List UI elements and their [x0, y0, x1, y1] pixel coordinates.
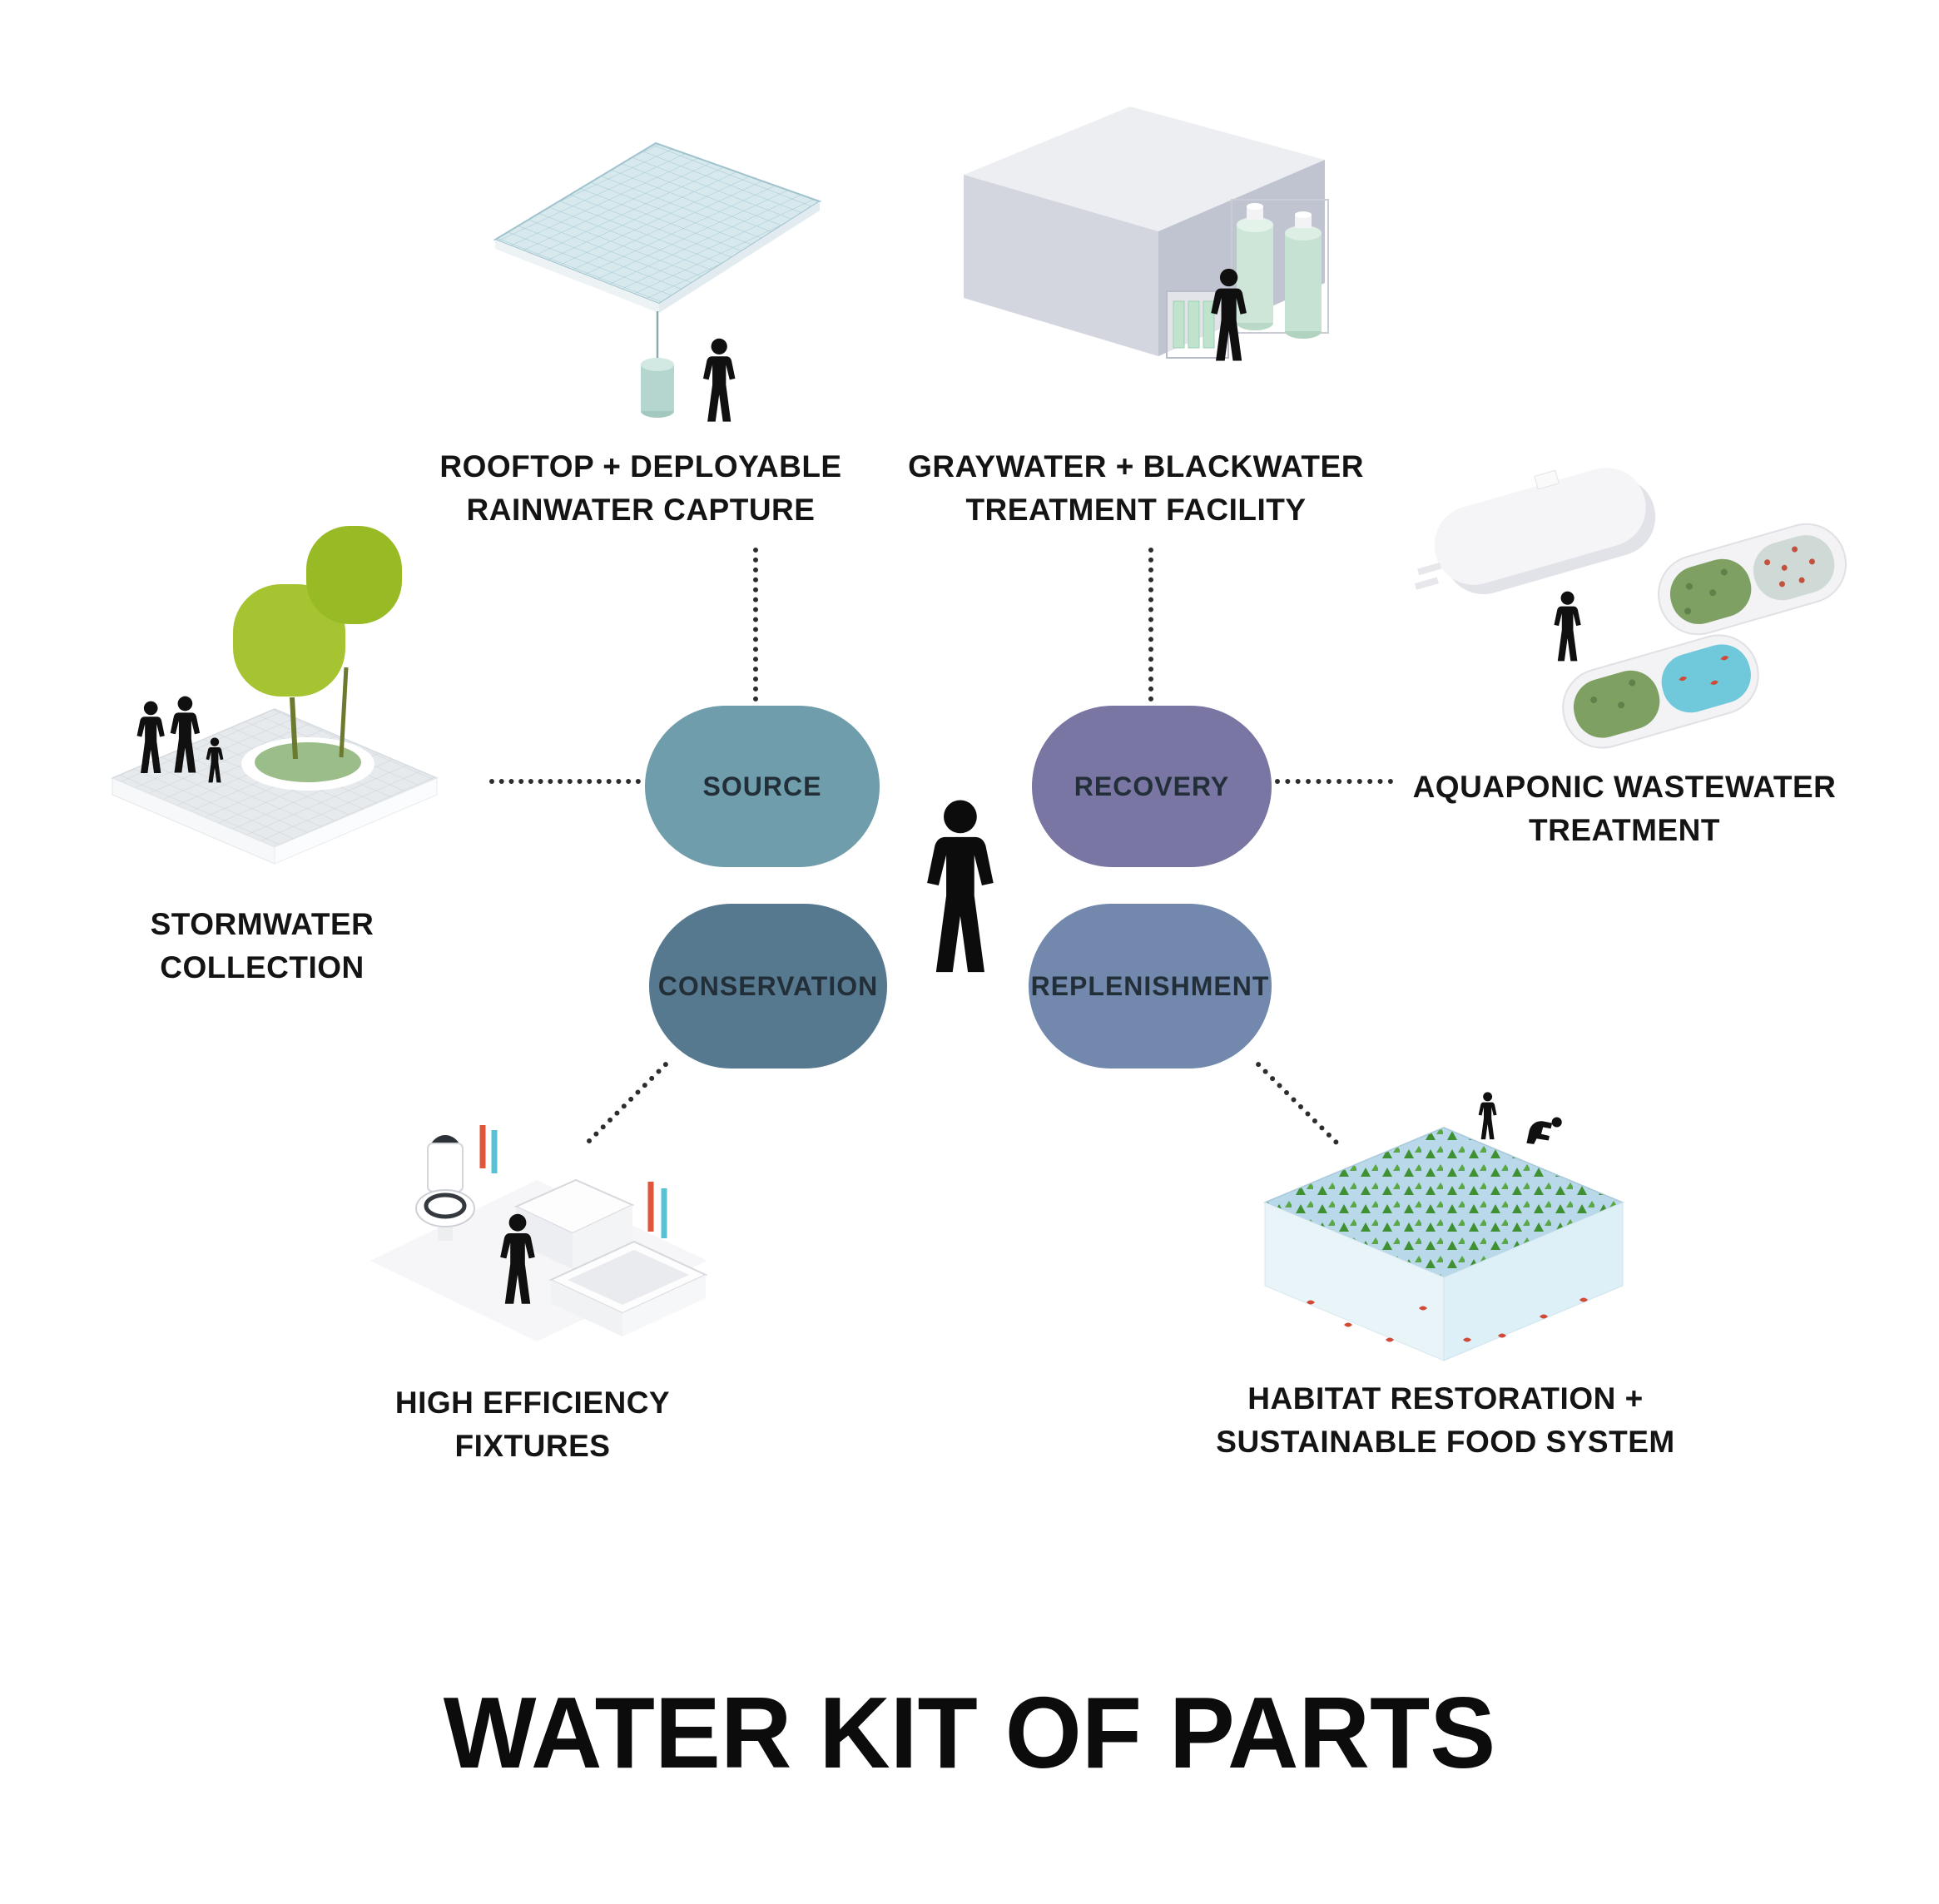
label-aquaponic-treatment: AQUAPONIC WASTEWATER TREATMENT: [1412, 770, 1837, 847]
bathtub: [548, 1240, 708, 1336]
efficiency-fixtures-illustration: [370, 1125, 708, 1341]
person-silhouette-icon: [702, 338, 736, 422]
person-icon: [927, 800, 994, 973]
aquaponic-treatment-illustration: [1414, 468, 1847, 749]
aquaponic-fish-pond: [1562, 634, 1759, 749]
stormwater-collection-illustration: [111, 526, 439, 865]
label-efficiency-fixtures: HIGH EFFICIENCY FIXTURES: [394, 1386, 671, 1463]
connector-graywater-recovery: [1148, 548, 1153, 702]
pill-recovery-label: RECOVERY: [1074, 771, 1230, 801]
pill-source-label: SOURCE: [702, 771, 822, 801]
person-silhouette-icon: [1478, 1092, 1497, 1140]
pill-conservation-label: CONSERVATION: [657, 970, 879, 1001]
treatment-tank: [1285, 211, 1322, 339]
label-graywater-treatment: GRAYWATER + BLACKWATER TREATMENT FACILIT…: [908, 449, 1364, 527]
treatment-tank: [1237, 203, 1273, 330]
pill-replenishment-label: REPLENISHMENT: [1030, 970, 1270, 1001]
label-habitat-restoration: HABITAT RESTORATION + SUSTAINABLE FOOD S…: [1216, 1381, 1675, 1459]
diagram-title: WATER KIT OF PARTS: [443, 1676, 1496, 1789]
connector-stormwater-source: [489, 779, 641, 784]
connector-rainwater-source: [753, 548, 758, 702]
connector-aquaponic-recovery: [1275, 779, 1393, 784]
pill-source: SOURCE: [645, 706, 880, 867]
aquaponic-building: [1414, 468, 1656, 595]
fish-marks: [1307, 1297, 1588, 1342]
rooftop-rainwater-illustration: [493, 141, 822, 422]
sink-counter: [513, 1178, 635, 1269]
pill-replenishment: REPLENISHMENT: [1029, 904, 1272, 1069]
graywater-treatment-illustration: [964, 107, 1329, 361]
label-stormwater-collection: STORMWATER COLLECTION: [150, 907, 374, 984]
toilet: [415, 1135, 475, 1241]
tree-canopy: [306, 526, 402, 624]
aquaponic-grow-bed: [1657, 523, 1847, 636]
habitat-restoration-illustration: [1263, 1092, 1624, 1361]
pill-recovery: RECOVERY: [1032, 706, 1272, 867]
tree-canopy: [233, 584, 345, 697]
pill-conservation: CONSERVATION: [649, 904, 887, 1069]
label-rooftop-rainwater: ROOFTOP + DEPLOYABLE RAINWATER CAPTURE: [439, 449, 842, 527]
person-silhouette-icon: [1554, 591, 1581, 662]
bent-person-silhouette-icon: [1526, 1117, 1562, 1144]
